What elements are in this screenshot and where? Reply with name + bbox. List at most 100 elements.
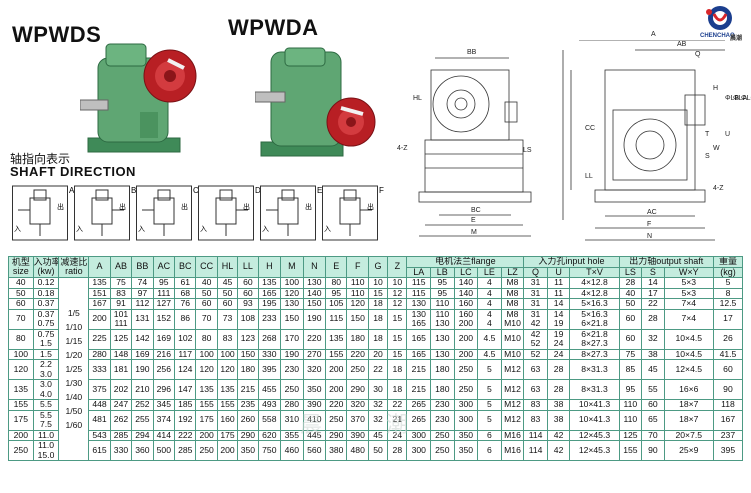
cell-input: 42 [546, 440, 571, 461]
cell-input: 63 [523, 359, 548, 380]
cell-dim: 175 [216, 429, 239, 441]
cell-output: 7×4 [663, 298, 714, 310]
watermark-2: 潮 [386, 413, 409, 438]
cell-dim: 15 [367, 287, 389, 299]
cell-dim: 61 [174, 277, 197, 289]
cell-dim: 60 [237, 277, 259, 289]
front-view-dim-label: W [713, 145, 720, 152]
header-output-col: S [641, 266, 665, 278]
cell-dim: 181 [109, 359, 133, 380]
cell-dim: 410 [302, 409, 327, 431]
cell-lz: M16 [500, 440, 525, 461]
shaft-diagram-f [322, 185, 378, 241]
cell-dim: 250 [280, 379, 304, 400]
cell-output: 60 [641, 399, 665, 411]
cell-dim: 268 [257, 328, 282, 350]
cell-flange: 180 [430, 359, 455, 380]
cell-dim: 220 [346, 348, 369, 360]
cell-weight: 118 [712, 399, 744, 411]
cell-dim: 543 [88, 429, 111, 441]
cell-dim: 296 [152, 379, 176, 400]
cell-dim: 374 [152, 409, 176, 431]
cell-dim: 120 [195, 359, 218, 380]
cell-dim: 75 [109, 277, 133, 289]
shaft-diagram-out-label: 出 [243, 204, 250, 211]
cell-lz: M12 [500, 359, 525, 380]
cell-flange: 130 [406, 298, 432, 310]
header-flange-col: LZ [500, 266, 525, 278]
header-dim: BB [131, 256, 154, 278]
cell-dim: 200 [216, 440, 239, 461]
shaft-diagram-out-label: 出 [305, 204, 312, 211]
cell-flange: 265 [406, 409, 432, 431]
cell-dim: 220 [302, 328, 327, 350]
cell-input: 12×45.3 [569, 440, 620, 461]
front-view-dim-label: U [725, 131, 730, 138]
cell-dim: 200 [88, 308, 111, 330]
cell-input: 31 [523, 287, 548, 299]
header-input-group: 入力孔input hole [523, 256, 620, 268]
cell-dim: 131 [131, 308, 154, 330]
cell-flange: 300 [406, 440, 432, 461]
cell-dim: 150 [280, 308, 304, 330]
header-output-col: W×Y [663, 266, 714, 278]
cell-dim: 68 [174, 287, 197, 299]
cell-dim: 125 [109, 328, 133, 350]
header-weight: 重量 [712, 256, 744, 268]
cell-dim: 130 [302, 277, 327, 289]
cell-input: 63 [523, 379, 548, 400]
cell-input: 8×27.3 [569, 348, 620, 360]
cell-dim: 97 [131, 287, 154, 299]
header-dim: H [257, 256, 282, 278]
header-flange-col: LE [477, 266, 502, 278]
cell-output: 38 [641, 348, 665, 360]
cell-input: 114 [523, 440, 548, 461]
cell-dim: 12 [387, 287, 408, 299]
cell-dim: 250 [346, 359, 369, 380]
dimension-drawings [418, 40, 725, 241]
cell-dim: 150 [302, 298, 327, 310]
cell-dim: 76 [174, 298, 197, 310]
cell-dim: 18 [387, 359, 408, 380]
cell-dim: 115 [325, 308, 348, 330]
cell-flange: 4 [477, 298, 502, 310]
cell-dim: 120 [346, 298, 369, 310]
cell-dim: 320 [302, 359, 327, 380]
cell-dim: 390 [346, 429, 369, 441]
cell-dim: 32 [367, 409, 389, 431]
cell-dim: 290 [237, 429, 259, 441]
chenchao-logo-icon [706, 6, 732, 30]
cell-output: 16×6 [663, 379, 714, 400]
shaft-diagram-out-label: 出 [181, 204, 188, 211]
shaft-diagram-letter-c: C [193, 186, 199, 195]
cell-flange: 250 [453, 379, 479, 400]
cell-size: 250 [8, 440, 34, 461]
cell-output: 10×4.5 [663, 348, 714, 360]
cell-dim: 142 [131, 328, 154, 350]
cell-lz: M12 [500, 379, 525, 400]
cell-dim: 493 [257, 399, 282, 411]
cell-output: 70 [641, 429, 665, 441]
cell-output: 85 [618, 359, 643, 380]
front-view-dim-label: A [651, 31, 656, 38]
cell-dim: 250 [195, 440, 218, 461]
cell-weight: 8 [712, 287, 744, 299]
cell-dim: 320 [346, 399, 369, 411]
cell-dim: 120 [216, 359, 239, 380]
front-view-dim-label: 4-Z [713, 185, 724, 192]
cell-dim: 448 [88, 399, 111, 411]
cell-dim: 80 [195, 328, 218, 350]
shaft-diagram-letter-b: B [131, 186, 137, 195]
cell-dim: 169 [152, 328, 176, 350]
cell-size: 60 [8, 298, 34, 310]
cell-output: 110 [618, 409, 643, 431]
side-view-dim-label: BB [467, 49, 477, 56]
cell-size: 155 [8, 399, 34, 411]
cell-dim: 50 [195, 287, 218, 299]
cell-dim: 135 [216, 379, 239, 400]
cell-input: 4×12.8 [569, 287, 620, 299]
